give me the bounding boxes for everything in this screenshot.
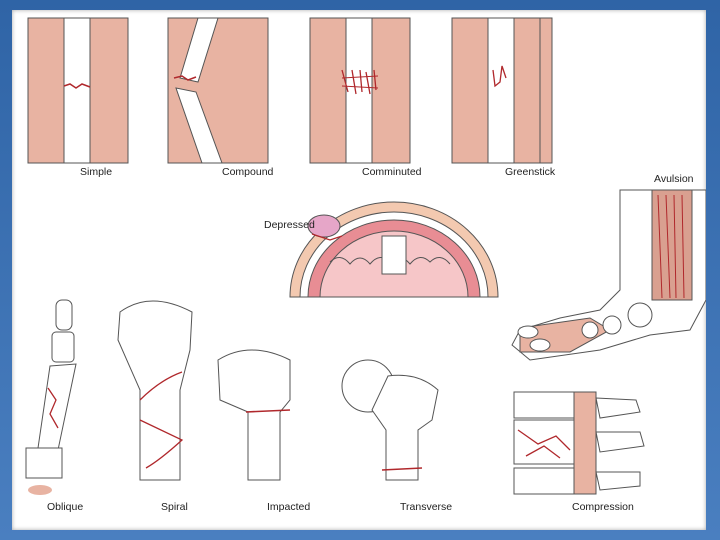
label-spiral: Spiral bbox=[161, 501, 188, 513]
oblique-fracture-figure bbox=[25, 299, 77, 495]
simple-fracture-figure bbox=[27, 17, 129, 164]
comminuted-fracture-figure bbox=[309, 17, 411, 164]
transverse-fracture-figure bbox=[341, 359, 439, 481]
label-simple: Simple bbox=[80, 166, 112, 178]
label-transverse: Transverse bbox=[400, 501, 452, 513]
spiral-fracture-figure bbox=[117, 300, 193, 481]
label-oblique: Oblique bbox=[47, 501, 83, 513]
label-compound: Compound bbox=[222, 166, 274, 178]
depressed-fracture-figure bbox=[289, 201, 499, 298]
impacted-fracture-figure bbox=[217, 349, 291, 481]
avulsion-fracture-figure bbox=[511, 189, 706, 361]
label-compression: Compression bbox=[572, 501, 634, 513]
label-depressed: Depressed bbox=[264, 219, 315, 231]
greenstick-fracture-figure bbox=[451, 17, 553, 164]
compression-fracture-figure bbox=[513, 391, 645, 495]
label-greenstick: Greenstick bbox=[505, 166, 556, 178]
label-avulsion: Avulsion bbox=[654, 173, 694, 185]
compound-fracture-figure bbox=[167, 17, 269, 164]
fracture-types-diagram: Simple Compound Comminuted Greenstick Av… bbox=[25, 17, 706, 513]
label-impacted: Impacted bbox=[267, 501, 310, 513]
slide-panel: Simple Compound Comminuted Greenstick Av… bbox=[12, 10, 706, 530]
label-comminuted: Comminuted bbox=[362, 166, 422, 178]
